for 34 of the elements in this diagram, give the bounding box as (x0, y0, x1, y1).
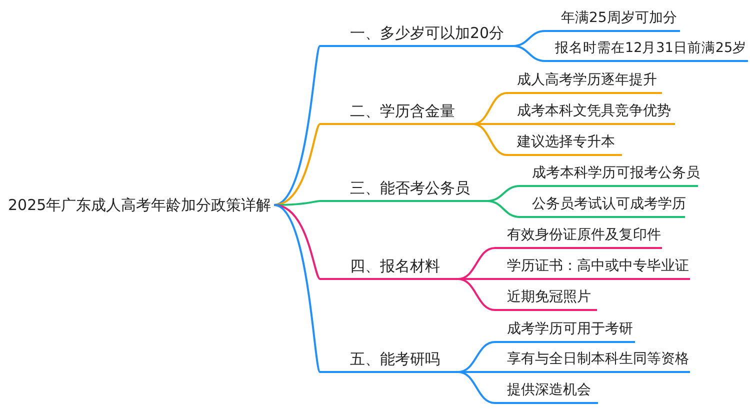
branch-line (458, 341, 496, 373)
branch-line (473, 123, 507, 125)
branch-line (458, 278, 495, 280)
subtopic-label: 提供深造机会 (495, 378, 598, 404)
branch-line (458, 371, 496, 404)
subtopic-label: 近期免冠照片 (495, 285, 597, 311)
root-topic-label: 2025年广东成人高考年龄加分政策详解 (8, 193, 272, 219)
subtopic-label: 公务员考试认可成考学历 (520, 192, 685, 218)
subtopic-label: 成考本科文凭具竞争优势 (507, 99, 675, 125)
subtopic-label: 有效身份证原件及复印件 (495, 223, 662, 249)
subtopic-label: 成考本科学历可报考公务员 (520, 161, 698, 187)
branch-line (458, 247, 496, 280)
branch-line (274, 204, 321, 280)
branch-line (512, 45, 546, 62)
branch-topic-label: 四、报名材料 (320, 254, 458, 280)
subtopic-label: 年满25周岁可加分 (545, 6, 680, 32)
subtopic-label: 成考学历可用于考研 (495, 317, 635, 343)
branch-line (274, 46, 321, 206)
branch-line (458, 371, 495, 373)
branch-line (472, 92, 508, 125)
branch-line (472, 123, 508, 156)
branch-topic-label: 一、多少岁可以加20分 (320, 21, 513, 47)
branch-line (486, 200, 520, 218)
subtopic-label: 成人高考学历逐年提升 (507, 68, 662, 94)
subtopic-label: 学历证书：高中或中专毕业证 (495, 254, 690, 280)
branch-topic-label: 二、学历含金量 (320, 99, 473, 125)
subtopic-label: 享有与全日制本科生同等资格 (495, 347, 690, 373)
subtopic-label: 建议选择专升本 (507, 130, 622, 156)
branch-line (274, 123, 321, 206)
subtopic-label: 报名时需在12月31日前满25岁 (545, 36, 748, 62)
branch-topic-label: 三、能否考公务员 (320, 176, 487, 202)
branch-line (274, 204, 321, 372)
branch-line (458, 278, 496, 311)
branch-topic-label: 五、能考研吗 (320, 347, 458, 373)
